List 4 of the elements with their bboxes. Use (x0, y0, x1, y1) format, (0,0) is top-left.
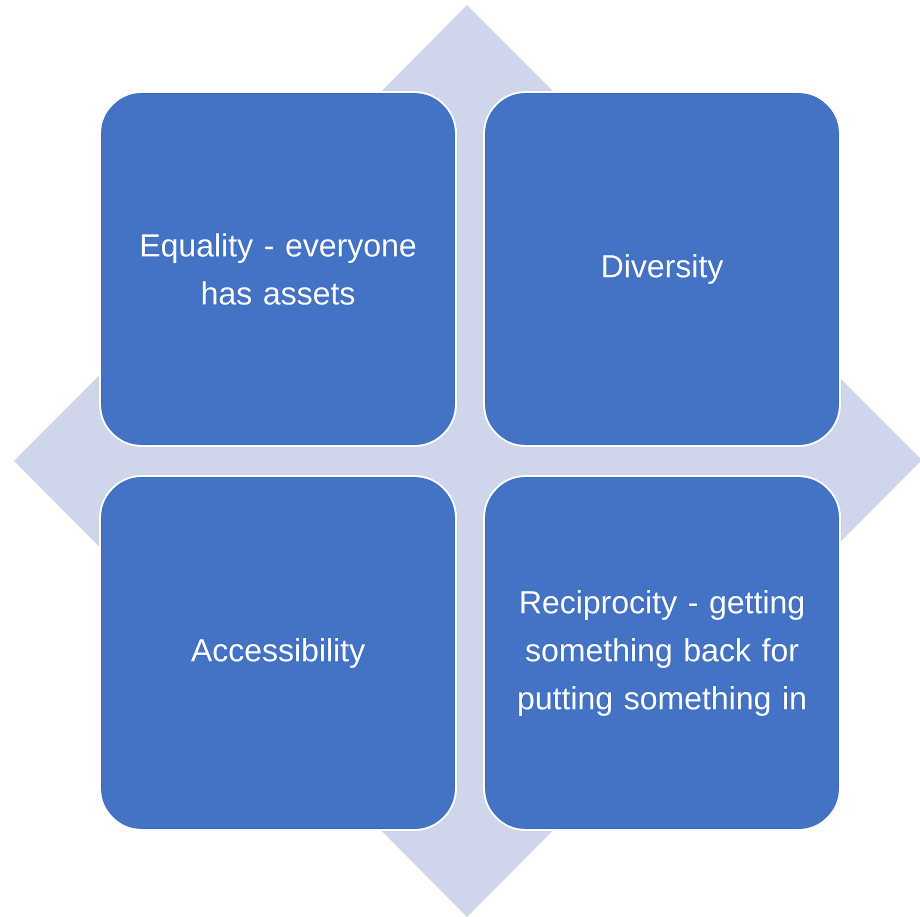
rounded-box: Equality - everyone has assets (99, 91, 457, 447)
rounded-box: Reciprocity - getting something back for putting something in (483, 475, 841, 831)
rounded-box: Diversity (483, 91, 841, 447)
rounded-box: Accessibility (99, 475, 457, 831)
